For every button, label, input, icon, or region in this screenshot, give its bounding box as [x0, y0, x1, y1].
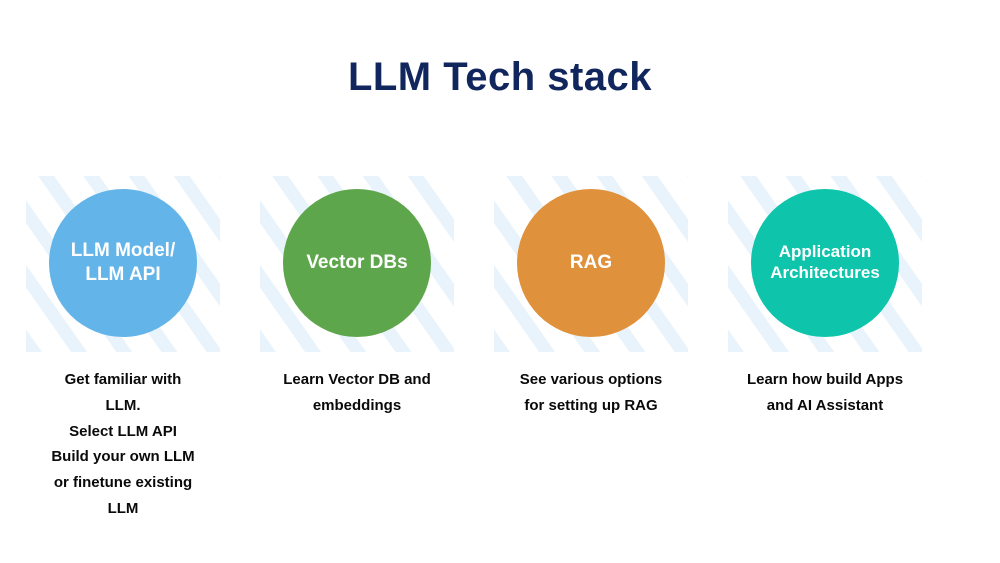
circle-zone-3: RAG	[480, 170, 702, 355]
circle-zone-1: LLM Model/ LLM API	[12, 170, 234, 355]
step-caption-2: Learn Vector DB and embeddings	[283, 371, 431, 414]
step-caption-4: Learn how build Apps and AI Assistant	[746, 371, 904, 414]
circle-zone-2: Vector DBs	[246, 170, 468, 355]
step-column-3: RAG See various options for setting up R…	[480, 170, 702, 419]
step-column-1: LLM Model/ LLM API Get familiar with LLM…	[12, 170, 234, 522]
step-column-2: Vector DBs Learn Vector DB and embedding…	[246, 170, 468, 419]
circle-zone-4: Application Architectures	[714, 170, 936, 355]
page-title: LLM Tech stack	[347, 55, 653, 99]
step-bubble-llm-model[interactable]: LLM Model/ LLM API	[49, 188, 197, 337]
step-caption-3: See various options for setting up RAG	[519, 371, 663, 414]
step-bubble-vector-dbs[interactable]: Vector DBs	[283, 188, 431, 337]
step-bubble-application-architectures[interactable]: Application Architectures	[751, 188, 899, 337]
step-bubble-rag[interactable]: RAG	[517, 188, 665, 337]
step-caption-1: Get familiar with LLM. Select LLM API Bu…	[51, 371, 195, 517]
steps-row: LLM Model/ LLM API Get familiar with LLM…	[0, 170, 1000, 522]
step-column-4: Application Architectures Learn how buil…	[714, 170, 936, 419]
